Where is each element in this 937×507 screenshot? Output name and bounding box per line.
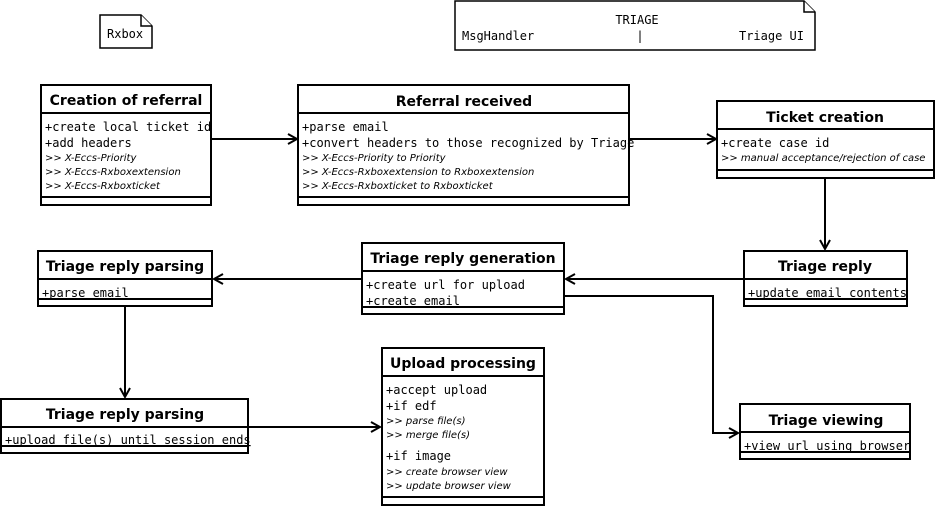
rxbox-note-label: Rxbox xyxy=(107,27,143,41)
edge-parsing-to-upload xyxy=(248,421,383,433)
triage-note-left: MsgHandler xyxy=(462,29,534,43)
class-title: Triage reply parsing xyxy=(46,407,204,423)
triage-note-title: TRIAGE xyxy=(615,13,658,27)
operation-note: >> X-Eccs-Rxboxextension to Rxboxextensi… xyxy=(302,167,534,178)
edge-generation-to-parsing xyxy=(211,273,362,285)
class-triage-reply-generation: Triage reply generation +create url for … xyxy=(361,242,565,315)
edge-referral-to-ticket xyxy=(629,133,719,145)
class-title: Upload processing xyxy=(390,356,536,372)
operation: +create url for upload xyxy=(366,278,525,292)
operation: +update email contents xyxy=(748,286,907,300)
operation-note: >> X-Eccs-Rxboxticket xyxy=(45,181,161,192)
operation: +parse email xyxy=(42,286,129,300)
edge-creation-to-referral xyxy=(211,133,300,145)
class-creation-of-referral: Creation of referral +create local ticke… xyxy=(40,84,212,206)
operation-note: >> parse file(s) xyxy=(386,416,465,427)
operation: +if image xyxy=(386,449,451,463)
operation: +parse email xyxy=(302,120,389,134)
triage-note-separator: | xyxy=(636,29,643,43)
class-title: Creation of referral xyxy=(50,93,203,109)
class-title: Triage reply xyxy=(778,259,872,275)
class-referral-received: Referral received +parse email +convert … xyxy=(297,84,634,206)
triage-note-right: Triage UI xyxy=(739,29,804,43)
class-title: Triage viewing xyxy=(769,413,884,429)
operation-note: >> merge file(s) xyxy=(386,430,470,441)
operation: +create case id xyxy=(721,136,829,150)
class-triage-reply: Triage reply +update email contents xyxy=(743,250,908,307)
operation: +convert headers to those recognized by … xyxy=(302,136,634,150)
operation-note: >> X-Eccs-Rxboxticket to Rxboxticket xyxy=(302,181,494,192)
operation: +accept upload xyxy=(386,383,487,397)
operation: +upload file(s) until session ends xyxy=(5,433,251,447)
class-ticket-creation: Ticket creation +create case id >> manua… xyxy=(716,100,935,179)
edge-ticket-to-reply xyxy=(819,178,831,252)
edge-reply-to-generation xyxy=(563,273,744,285)
operation-note: >> X-Eccs-Rxboxextension xyxy=(45,167,181,178)
triage-note: TRIAGE MsgHandler | Triage UI xyxy=(454,0,816,51)
rxbox-note: Rxbox xyxy=(99,14,153,49)
class-title: Triage reply generation xyxy=(370,251,555,267)
operation-note: >> X-Eccs-Priority to Priority xyxy=(302,153,447,164)
operation-note: >> X-Eccs-Priority xyxy=(45,153,137,164)
class-title: Referral received xyxy=(396,94,532,110)
edge-generation-to-viewing xyxy=(564,295,741,439)
operation: +create email xyxy=(366,294,460,308)
class-title: Ticket creation xyxy=(766,110,884,126)
class-title: Triage reply parsing xyxy=(46,259,204,275)
operation-note: >> update browser view xyxy=(386,481,512,492)
operation-note: >> create browser view xyxy=(386,467,508,478)
class-triage-viewing: Triage viewing +view url using browser xyxy=(739,403,911,460)
operation: +create local ticket id xyxy=(45,120,211,134)
edge-parsing-to-parsing xyxy=(119,306,131,400)
class-upload-processing: Upload processing +accept upload +if edf… xyxy=(381,347,545,506)
class-triage-reply-parsing-2: Triage reply parsing +upload file(s) unt… xyxy=(0,398,251,454)
class-triage-reply-parsing-1: Triage reply parsing +parse email xyxy=(37,250,213,307)
operation-note: >> manual acceptance/rejection of case xyxy=(721,153,925,164)
operation: +if edf xyxy=(386,399,437,413)
operation: +view url using browser xyxy=(744,439,910,453)
operation: +add headers xyxy=(45,136,132,150)
